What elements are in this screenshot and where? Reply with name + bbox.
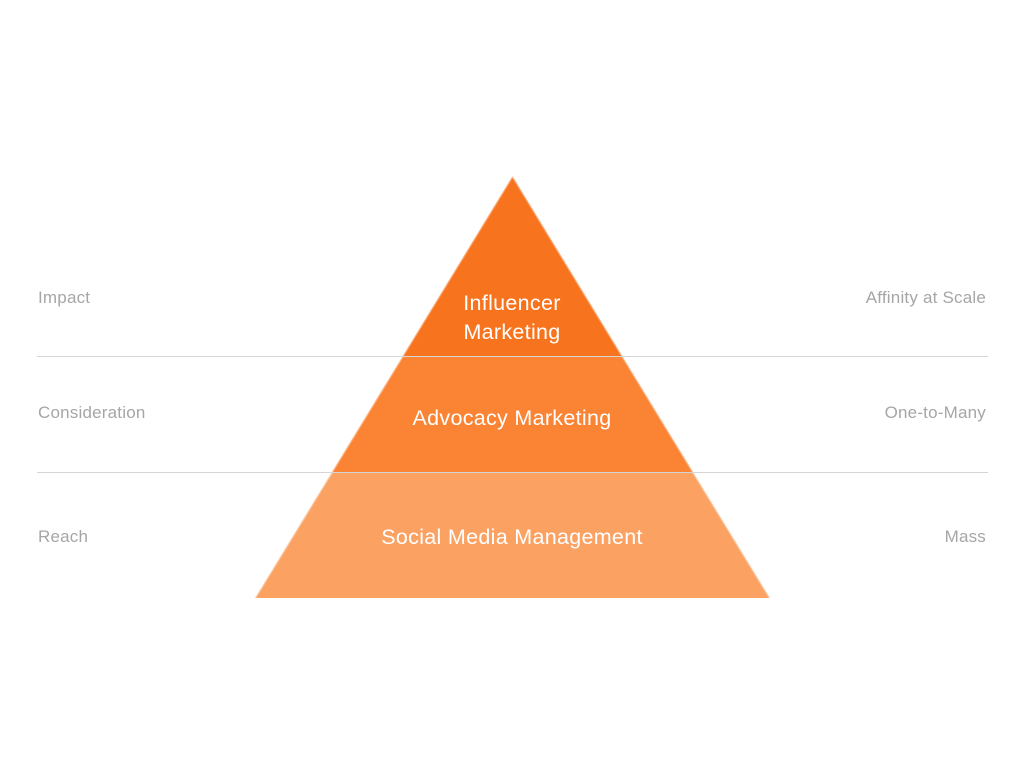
right-label-mass: Mass (944, 527, 986, 546)
pyramid-tier-bottom-shape (255, 472, 770, 598)
left-label-impact: Impact (38, 288, 91, 307)
tier-label-influencer-marketing: Influencer Marketing (0, 289, 1024, 347)
tier-label-influencer-line2: Marketing (463, 320, 561, 344)
left-label-reach: Reach (38, 527, 89, 546)
pyramid-left-edge-highlight (253, 175, 514, 599)
divider-line-consideration (37, 472, 988, 473)
right-label-one-to-many: One-to-Many (884, 403, 986, 422)
pyramid-tier-top-shape (402, 176, 623, 356)
tier-label-advocacy-marketing: Advocacy Marketing (412, 406, 612, 430)
right-label-affinity-at-scale: Affinity at Scale (865, 288, 986, 307)
tier-label-influencer-line1: Influencer (463, 291, 561, 315)
left-label-consideration: Consideration (38, 403, 146, 422)
divider-line-impact (37, 356, 988, 357)
tier-label-social-media-management: Social Media Management (381, 525, 643, 549)
pyramid-right-edge-highlight (511, 175, 772, 599)
pyramid-tier-middle-shape (331, 356, 694, 472)
